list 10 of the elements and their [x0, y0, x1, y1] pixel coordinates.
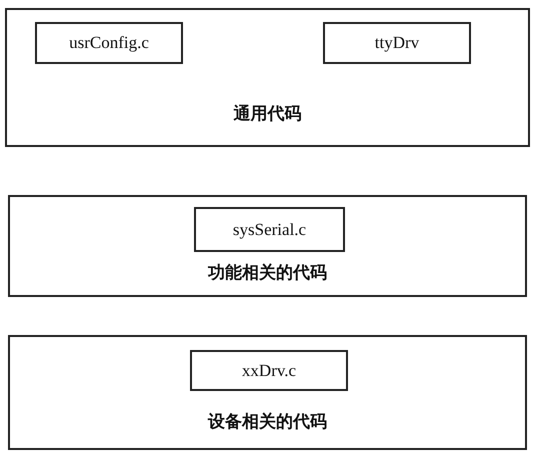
- group-caption: 设备相关的代码: [206, 411, 328, 433]
- group-caption: 通用代码: [232, 103, 302, 125]
- module-box: xxDrv.c: [190, 350, 348, 391]
- module-box: usrConfig.c: [35, 22, 183, 64]
- group-caption: 功能相关的代码: [206, 262, 328, 284]
- module-box: sysSerial.c: [194, 207, 345, 252]
- group-box: [8, 335, 527, 450]
- group-box: [8, 195, 527, 297]
- module-box: ttyDrv: [323, 22, 471, 64]
- group-box: [5, 8, 530, 147]
